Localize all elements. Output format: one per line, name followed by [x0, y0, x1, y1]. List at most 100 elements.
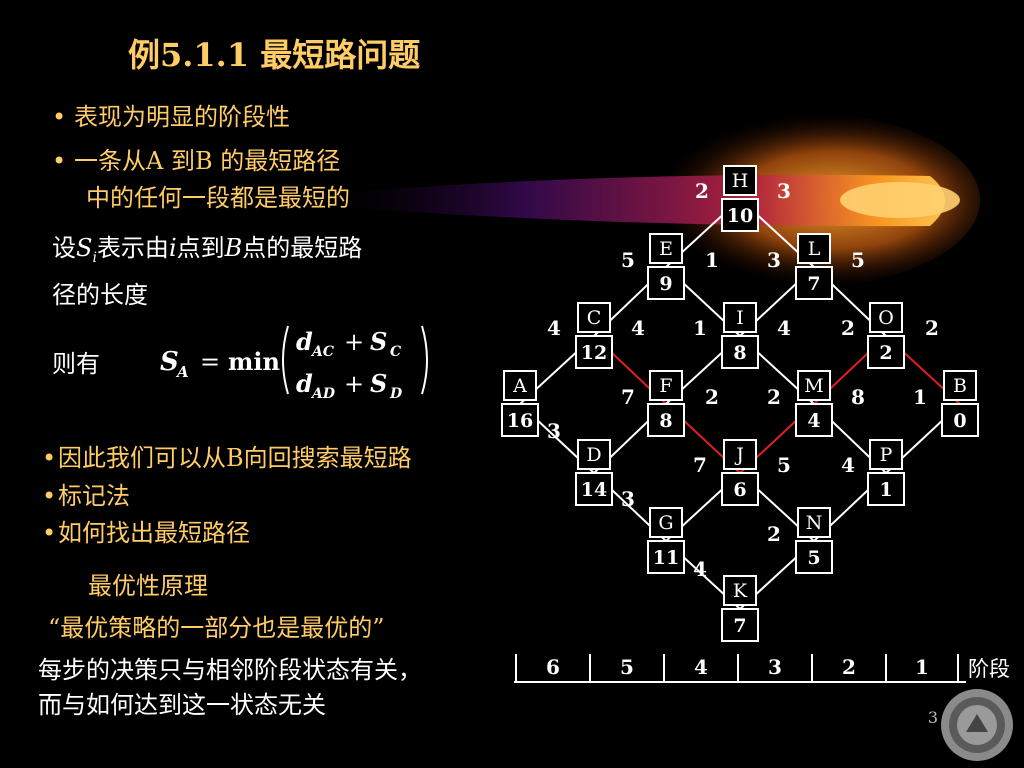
node-value-P: 1 — [879, 479, 892, 501]
node-value-I: 8 — [733, 342, 746, 364]
edge-weight: 5 — [621, 248, 635, 272]
bullet-item: •标记法 — [42, 482, 130, 510]
node-value-C: 12 — [581, 342, 607, 364]
bullet-item: •如何找出最短路径 — [42, 519, 250, 547]
edge-weight: 2 — [925, 316, 939, 340]
node-label-box — [723, 302, 757, 333]
node-value-box — [721, 198, 759, 232]
node-value-box — [575, 472, 613, 506]
edge-weight: 7 — [621, 385, 635, 409]
node-label-J: J — [734, 444, 744, 466]
node-label-D: D — [586, 444, 601, 466]
node-value-box — [647, 266, 685, 300]
node-label-box — [649, 507, 683, 538]
edge-weight: 4 — [777, 316, 791, 340]
node-value-E: 9 — [659, 273, 672, 295]
formula-s2: S — [370, 369, 387, 398]
node-label-box — [723, 575, 757, 606]
bullet-item-continuation: 中的任何一段都是最短的 — [86, 184, 350, 212]
page-title: 例5.1.1 最短路问题 — [128, 36, 421, 74]
node-label-box — [943, 370, 977, 401]
edge-weight: 7 — [693, 453, 707, 477]
node-label-O: O — [878, 307, 894, 329]
node-value-box — [721, 608, 759, 642]
stage-label: 3 — [768, 655, 782, 679]
node-label-box — [869, 439, 903, 470]
node-value-A: 16 — [507, 410, 533, 432]
edge-weight: 3 — [767, 248, 781, 272]
node-label-box — [797, 233, 831, 264]
node-value-box — [941, 403, 979, 437]
node-value-K: 7 — [733, 615, 746, 637]
edge-weight: 1 — [705, 248, 719, 272]
node-value-box — [867, 472, 905, 506]
node-label-F: F — [659, 375, 672, 397]
edge-weight: 1 — [913, 385, 927, 409]
node-label-N: N — [806, 512, 823, 534]
edge-weight: 1 — [693, 316, 707, 340]
bullet-item: •一条从A 到B 的最短路径 — [52, 147, 341, 175]
node-label-I: I — [736, 307, 744, 329]
node-label-E: E — [659, 238, 673, 260]
edge-weight: 8 — [851, 385, 865, 409]
node-value-box — [575, 335, 613, 369]
formula-d1-sub: AC — [310, 344, 334, 360]
definition-line-2: 径的长度 — [52, 281, 148, 309]
stage-label: 5 — [620, 655, 634, 679]
edge-weight: 2 — [767, 385, 781, 409]
right-paren — [421, 325, 428, 395]
page-number: 3 — [927, 708, 938, 727]
node-value-box — [795, 540, 833, 574]
edge-weight: 4 — [693, 557, 707, 581]
edge-weight: 4 — [547, 316, 561, 340]
formula-plus1: + — [344, 328, 364, 356]
stage-label: 2 — [842, 655, 856, 679]
formula-s1-sub: C — [390, 344, 401, 360]
node-value-N: 5 — [807, 547, 820, 569]
left-paren — [282, 325, 289, 395]
formula-d1: d — [296, 327, 313, 356]
node-value-J: 6 — [733, 479, 746, 501]
node-value-box — [867, 335, 905, 369]
edge-weight: 3 — [621, 487, 635, 511]
edge-weight: 2 — [841, 316, 855, 340]
formula-min: min — [228, 347, 280, 376]
node-label-L: L — [808, 238, 821, 260]
node-label-box — [577, 439, 611, 470]
edge-weight: 5 — [851, 248, 865, 272]
principle-title: 最优性原理 — [88, 572, 208, 600]
node-label-box — [797, 507, 831, 538]
edge-weight: 5 — [777, 453, 791, 477]
formula-equals: = — [200, 348, 220, 376]
node-label-box — [649, 233, 683, 264]
node-value-box — [795, 403, 833, 437]
definition-line-1: 设Si表示由i点到B点的最短路 — [52, 234, 363, 266]
node-value-M: 4 — [807, 410, 820, 432]
formula-d2: d — [296, 369, 313, 398]
bullet-item: •因此我们可以从B向回搜索最短路 — [42, 444, 412, 472]
edge-weight: 2 — [705, 385, 719, 409]
node-value-H: 10 — [727, 205, 753, 227]
node-label-A: A — [512, 375, 527, 397]
formula-d2-sub: AD — [310, 386, 336, 400]
node-value-box — [501, 403, 539, 437]
bullet-item: •表现为明显的阶段性 — [52, 103, 290, 131]
node-label-box — [869, 302, 903, 333]
node-value-box — [795, 266, 833, 300]
node-value-B: 0 — [953, 410, 966, 432]
node-label-M: M — [804, 375, 823, 397]
formula-s1: S — [370, 327, 387, 356]
node-value-L: 7 — [807, 273, 820, 295]
node-value-D: 14 — [581, 479, 607, 501]
edge-weight: 3 — [777, 179, 791, 203]
node-label-P: P — [880, 444, 893, 466]
formula-lhs-sub: A — [175, 363, 189, 381]
then-label: 则有 — [52, 350, 100, 378]
node-label-C: C — [587, 307, 602, 329]
node-value-box — [647, 403, 685, 437]
formula-s2-sub: D — [389, 386, 403, 400]
stage-label: 1 — [915, 655, 929, 679]
node-label-box — [649, 370, 683, 401]
